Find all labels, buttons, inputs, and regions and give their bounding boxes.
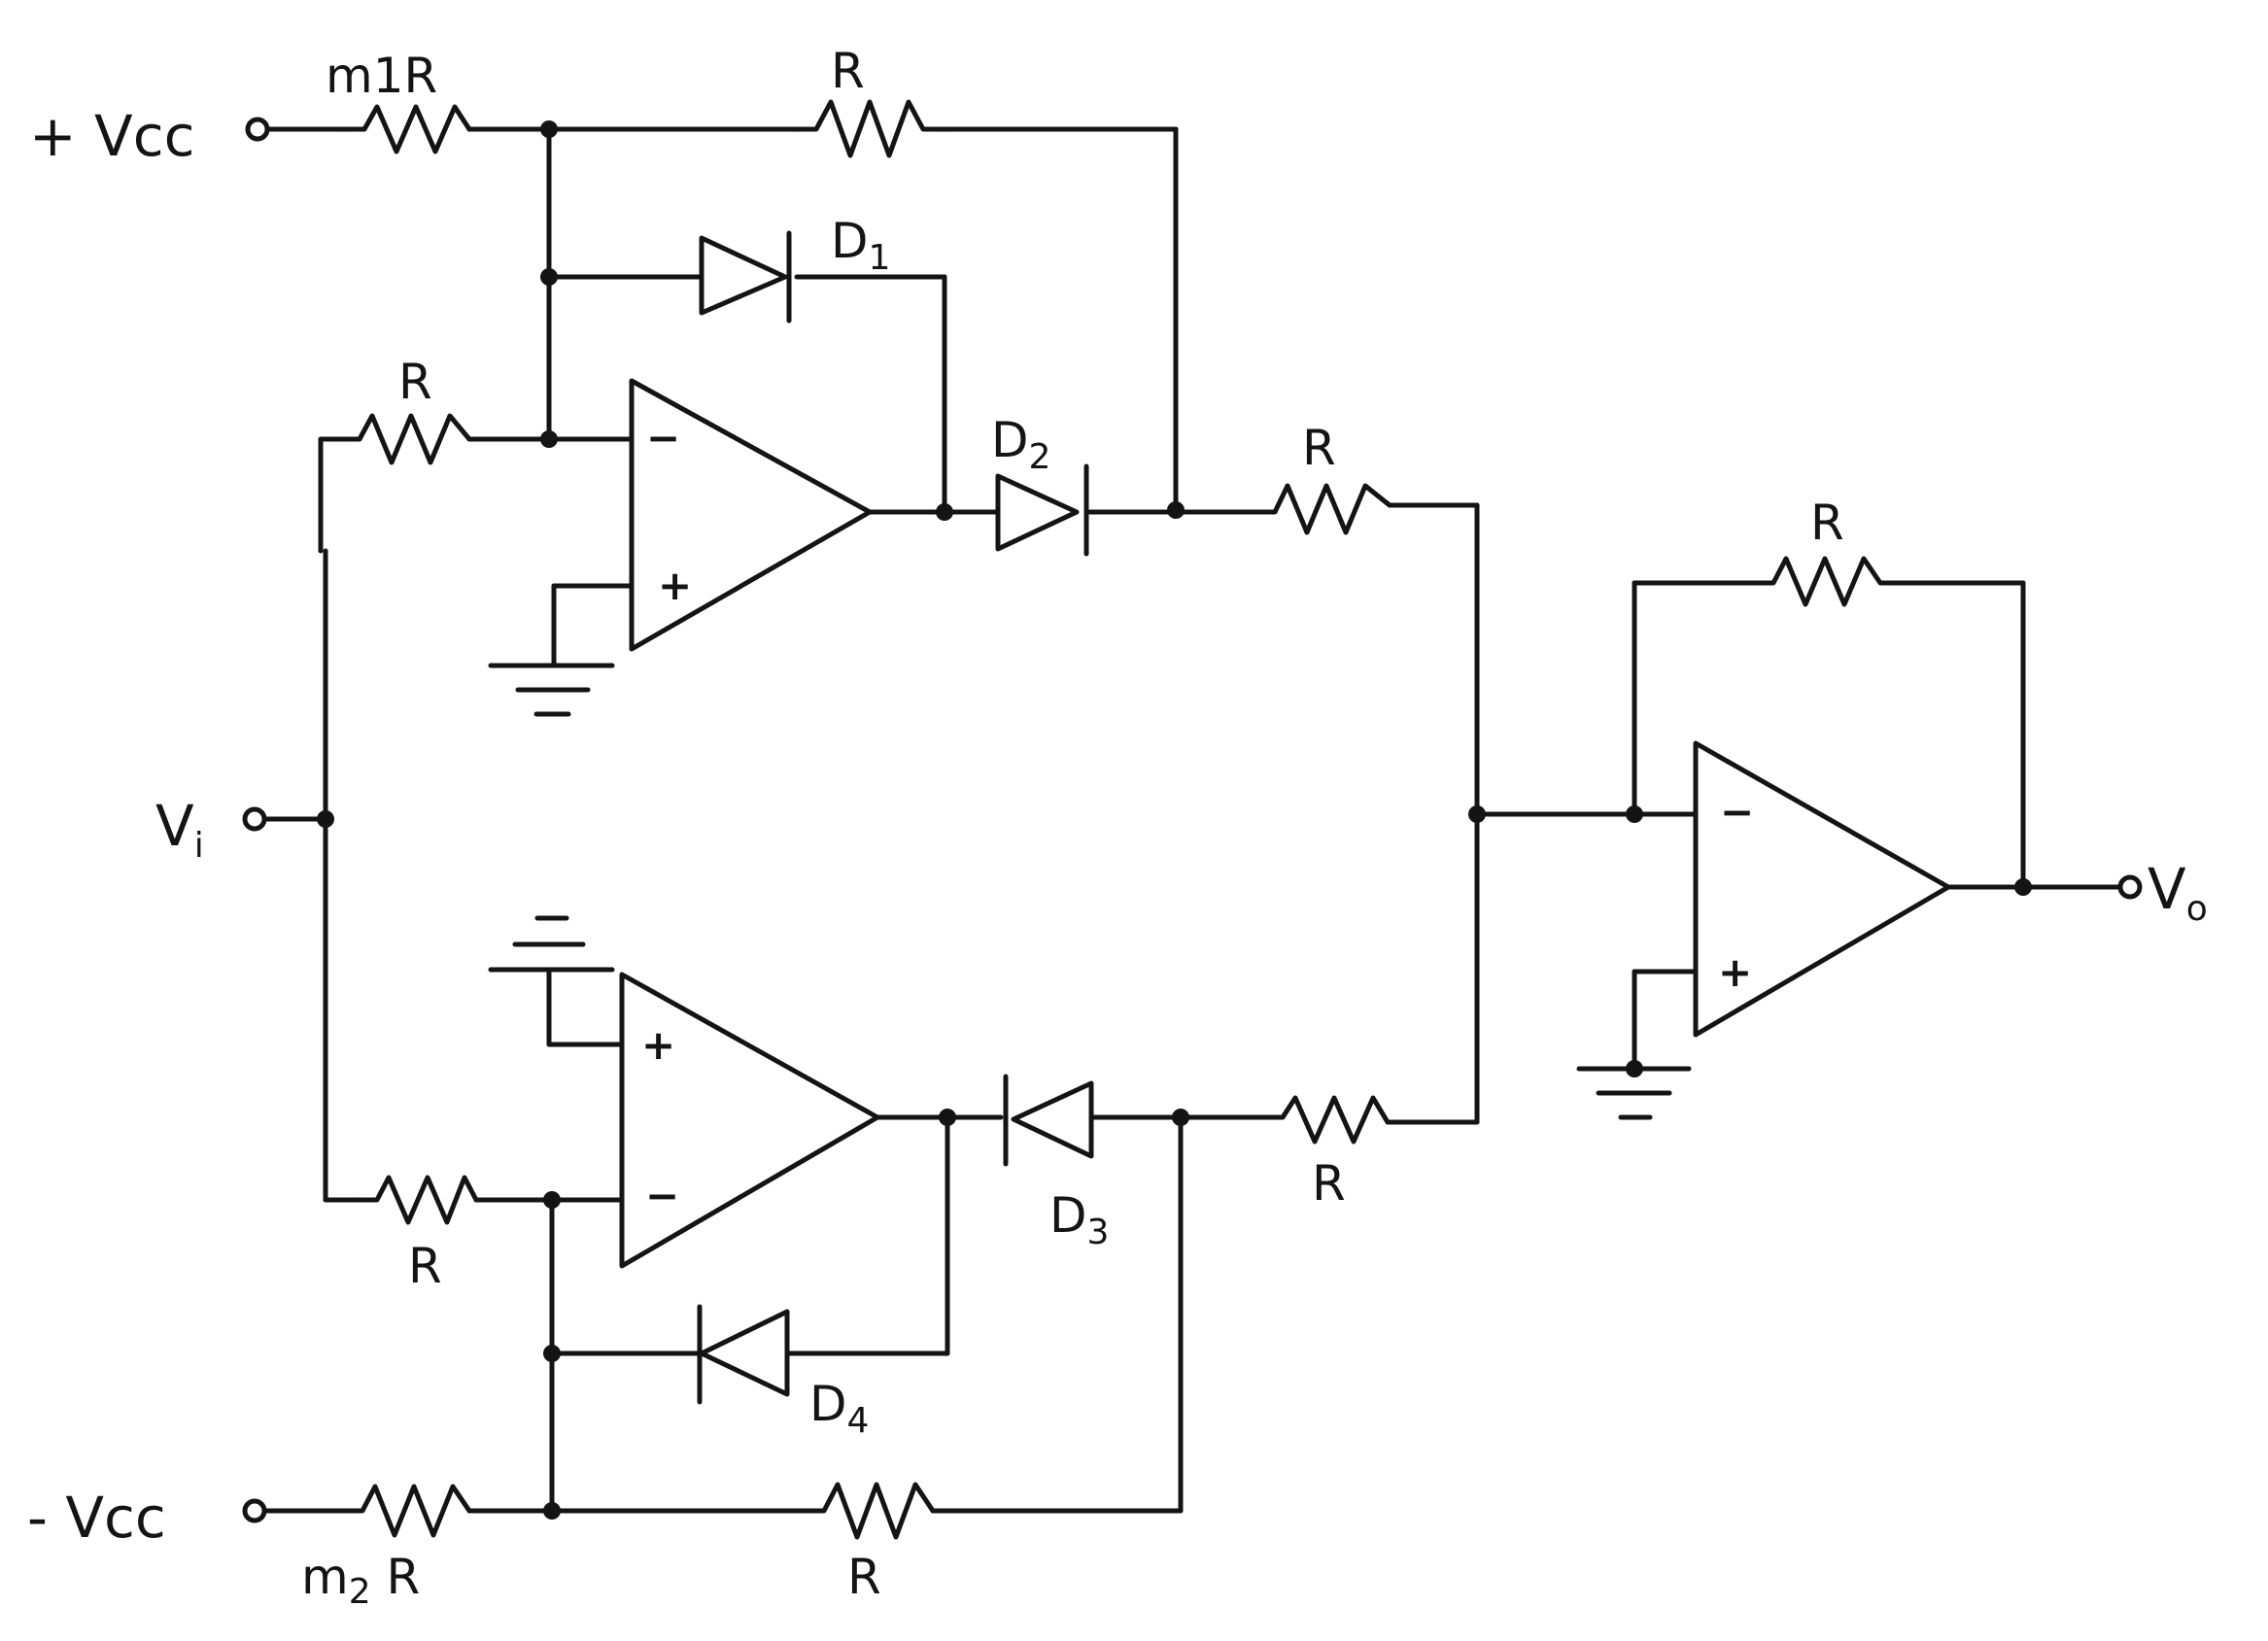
bottom-input-resistor-label: R xyxy=(408,1238,442,1294)
bottom-feedback-resistor-label: R xyxy=(847,1549,881,1605)
opamp-output xyxy=(1693,740,1951,1038)
wires xyxy=(264,126,2121,1514)
vi-label: Vi xyxy=(155,793,204,866)
vo-terminal xyxy=(2117,874,2143,900)
diode-d4 xyxy=(697,1304,790,1405)
diode-d2 xyxy=(995,463,1089,557)
diode-d1 xyxy=(699,230,792,324)
d4-label: D4 xyxy=(809,1376,869,1441)
opamp-top-plus-sign: + xyxy=(658,562,692,609)
junction-dots xyxy=(317,120,2032,1520)
m1r-label: m1R xyxy=(326,48,437,104)
resistor-m2r xyxy=(342,1484,472,1538)
d3-label: D3 xyxy=(1049,1187,1109,1252)
diode-d3 xyxy=(1003,1074,1094,1167)
resistor-m1r xyxy=(342,104,472,154)
resistor-bottom-input xyxy=(357,1175,479,1225)
ground-symbol-bottom xyxy=(488,915,615,973)
opamp-bottom xyxy=(619,972,880,1269)
vo-label: Vo xyxy=(2148,856,2208,929)
opamp-top-minus-sign: − xyxy=(646,414,680,462)
resistor-top-input xyxy=(342,413,472,465)
resistor-top-sum xyxy=(1260,483,1392,535)
resistor-output-feedback xyxy=(1746,556,1907,607)
vcc-neg-terminal xyxy=(242,1498,267,1523)
resistor-bottom-feedback xyxy=(804,1482,936,1540)
opamp-output-plus-sign: + xyxy=(1718,948,1752,996)
m2r-label: m2 R xyxy=(301,1549,420,1612)
vcc-neg-label: - Vcc xyxy=(27,1485,166,1551)
d2-label: D2 xyxy=(991,412,1050,477)
vi-terminal xyxy=(242,806,267,832)
ground-symbol-top xyxy=(488,663,615,717)
top-input-resistor-label: R xyxy=(398,354,432,410)
top-feedback-resistor-label: R xyxy=(831,43,865,99)
vcc-pos-label: + Vcc xyxy=(29,103,195,169)
top-sum-resistor-label: R xyxy=(1302,420,1336,476)
resistor-bottom-sum xyxy=(1265,1095,1391,1145)
output-feedback-resistor-label: R xyxy=(1810,495,1844,551)
resistor-top-feedback xyxy=(794,99,945,158)
bottom-sum-resistor-label: R xyxy=(1312,1155,1346,1212)
opamp-bottom-plus-sign: + xyxy=(641,1021,675,1069)
opamp-bottom-minus-sign: − xyxy=(645,1172,679,1219)
opamp-top xyxy=(629,378,873,652)
d1-label: D1 xyxy=(831,213,890,278)
opamp-output-minus-sign: − xyxy=(1720,788,1754,836)
vcc-pos-terminal xyxy=(245,117,270,142)
